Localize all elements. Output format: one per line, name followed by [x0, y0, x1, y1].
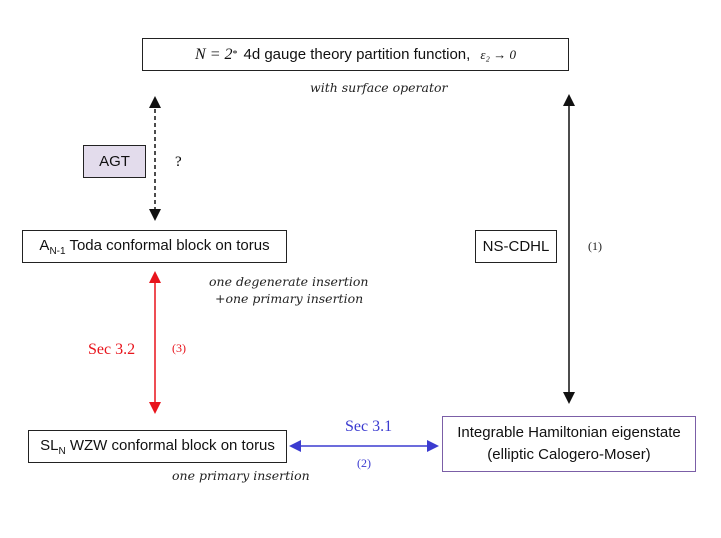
primary-insertion-caption: +one primary insertion	[215, 291, 364, 306]
toda-box: AN-1 Toda conformal block on torus	[22, 230, 287, 263]
agt-box: AGT	[83, 145, 146, 178]
toda-sub: N-1	[49, 245, 66, 257]
partition-function-label: 4d gauge theory partition function,	[243, 46, 471, 63]
math-epsilon: ε₂ → 0	[480, 46, 516, 62]
sln-label: WZW conformal block on torus	[69, 436, 275, 454]
ref1-label: (1)	[588, 239, 602, 253]
toda-prefix: A	[39, 236, 50, 254]
toda-label: Toda conformal block on torus	[69, 236, 270, 254]
question-mark: ?	[175, 154, 182, 170]
sln-prefix: SL	[40, 436, 59, 454]
ns-cdhl-label: NS-CDHL	[482, 238, 550, 255]
agt-label: AGT	[99, 153, 130, 170]
math-sup: *	[232, 49, 238, 60]
partition-function-box: N = 2* 4d gauge theory partition functio…	[142, 38, 569, 71]
integrable-line1: Integrable Hamiltonian eigenstate	[457, 424, 681, 441]
ref3-label: (3)	[172, 341, 186, 355]
integrable-line2: (elliptic Calogero-Moser)	[487, 446, 651, 463]
sln-sub: N	[58, 445, 66, 457]
sec31-label: Sec 3.1	[345, 418, 393, 435]
ref2-label: (2)	[357, 456, 371, 470]
degenerate-insertion-caption: one degenerate insertion	[209, 274, 369, 289]
integrable-hamiltonian-box: Integrable Hamiltonian eigenstate (ellip…	[442, 416, 696, 472]
surface-operator-caption: with surface operator	[310, 80, 448, 95]
sln-primary-insertion-caption: one primary insertion	[172, 468, 310, 483]
sln-wzw-box: SLN WZW conformal block on torus	[28, 430, 287, 463]
sec32-label: Sec 3.2	[88, 341, 136, 358]
ns-cdhl-box: NS-CDHL	[475, 230, 557, 263]
math-n: N = 2	[195, 45, 233, 63]
